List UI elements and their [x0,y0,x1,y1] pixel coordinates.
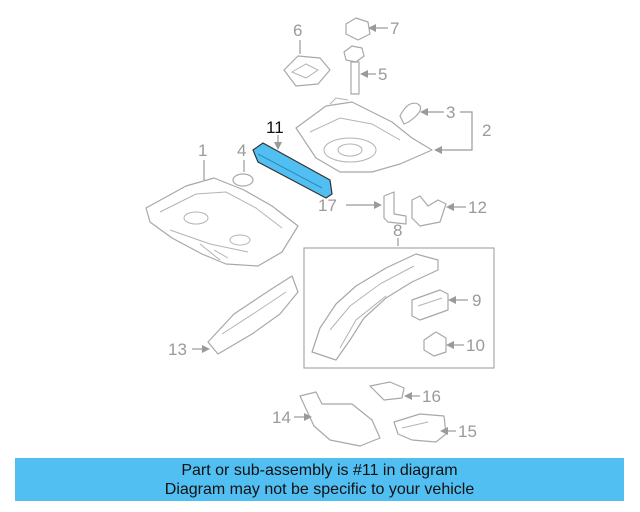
part-16-plate [369,381,405,401]
callout-14: 14 [272,408,291,427]
part-10-bracket [423,331,447,357]
part-11-reinforcement [252,142,333,199]
part-8-group-box [303,247,495,369]
callout-7: 7 [390,19,399,38]
info-banner: Part or sub-assembly is #11 in diagram D… [15,458,624,501]
parts-diagram: 6 7 5 3 2 11 4 1 17 12 8 9 13 10 16 14 1… [145,17,495,447]
part-9-bracket [411,289,449,321]
callout-9: 9 [472,291,481,310]
callout-13: 13 [168,340,187,359]
callout-16: 16 [422,387,441,406]
callout-17: 17 [318,196,337,215]
callout-15: 15 [458,422,477,441]
callout-8: 8 [393,221,402,240]
part-14-panel [299,391,381,447]
part-7-cap [345,17,371,41]
banner-line-1: Part or sub-assembly is #11 in diagram [181,462,458,479]
part-8-rear-frame-member [311,253,439,361]
part-5-bolt [343,45,365,95]
part-1-rear-floor-pan [145,177,299,267]
callout-11: 11 [266,118,284,137]
part-3-clip [399,102,422,125]
leader-lines [192,24,473,435]
callout-2: 2 [482,121,491,140]
callout-4: 4 [237,141,246,160]
callout-3: 3 [446,103,455,122]
part-17-bracket [383,191,407,225]
callout-1: 1 [198,141,207,160]
callout-5: 5 [378,65,387,84]
callout-10: 10 [466,336,485,355]
callout-6: 6 [293,21,302,40]
part-2-spare-tire-pan [295,97,433,173]
part-4-grommet [232,173,254,187]
part-6-bracket [283,55,331,87]
banner-line-2: Diagram may not be specific to your vehi… [164,481,475,498]
part-15-bracket [393,413,447,443]
part-13-side-rail [207,275,299,355]
callout-12: 12 [468,198,487,217]
part-12-bracket [411,195,447,227]
